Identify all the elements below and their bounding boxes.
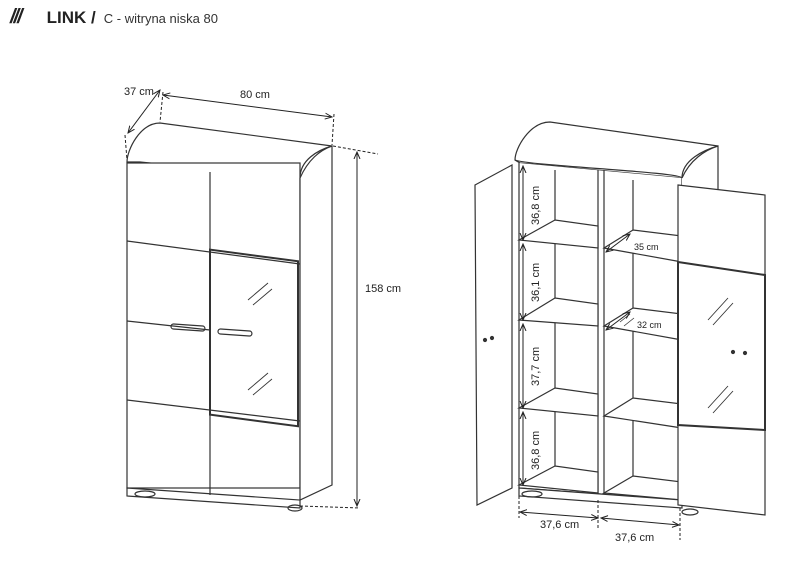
glass-door-panel bbox=[209, 248, 299, 428]
cabinet-front bbox=[126, 162, 301, 489]
shelf-2 bbox=[517, 297, 599, 327]
open-door-left bbox=[474, 163, 513, 506]
dim-glass-depth-label: 32 cm bbox=[637, 320, 662, 330]
dim-shelf-4-label: 36,8 cm bbox=[530, 431, 542, 470]
dim-shelf-1-label: 36,8 cm bbox=[530, 186, 542, 225]
cabinet-side bbox=[299, 145, 333, 501]
dim-shelf-3-label: 37,7 cm bbox=[530, 347, 542, 386]
dim-height-label: 158 cm bbox=[365, 283, 401, 295]
handle-left bbox=[170, 323, 206, 332]
dim-depth-label: 37 cm bbox=[124, 86, 154, 98]
dim-inner-width-left-label: 37,6 cm bbox=[540, 519, 579, 531]
open-door-right bbox=[677, 184, 766, 516]
page-header: /// LINK / C - witryna niska 80 bbox=[10, 6, 218, 32]
product-line: LINK / bbox=[46, 8, 96, 27]
handle-right bbox=[217, 328, 253, 337]
dim-inner-depth-label: 35 cm bbox=[634, 242, 659, 252]
closed-cabinet-view bbox=[126, 122, 333, 512]
shelf-3 bbox=[517, 387, 599, 417]
dim-shelf-2-label: 36,1 cm bbox=[530, 263, 542, 302]
dim-inner-width-right-label: 37,6 cm bbox=[615, 532, 654, 544]
shelf-1 bbox=[517, 219, 599, 249]
closed-cabinet-dimensions bbox=[124, 90, 379, 509]
product-name: C - witryna niska 80 bbox=[103, 11, 218, 26]
open-cabinet-view bbox=[474, 121, 766, 516]
open-cabinet-dimensions bbox=[518, 166, 681, 540]
brand-mark: /// bbox=[10, 6, 23, 28]
dim-width-label: 80 cm bbox=[240, 89, 270, 101]
